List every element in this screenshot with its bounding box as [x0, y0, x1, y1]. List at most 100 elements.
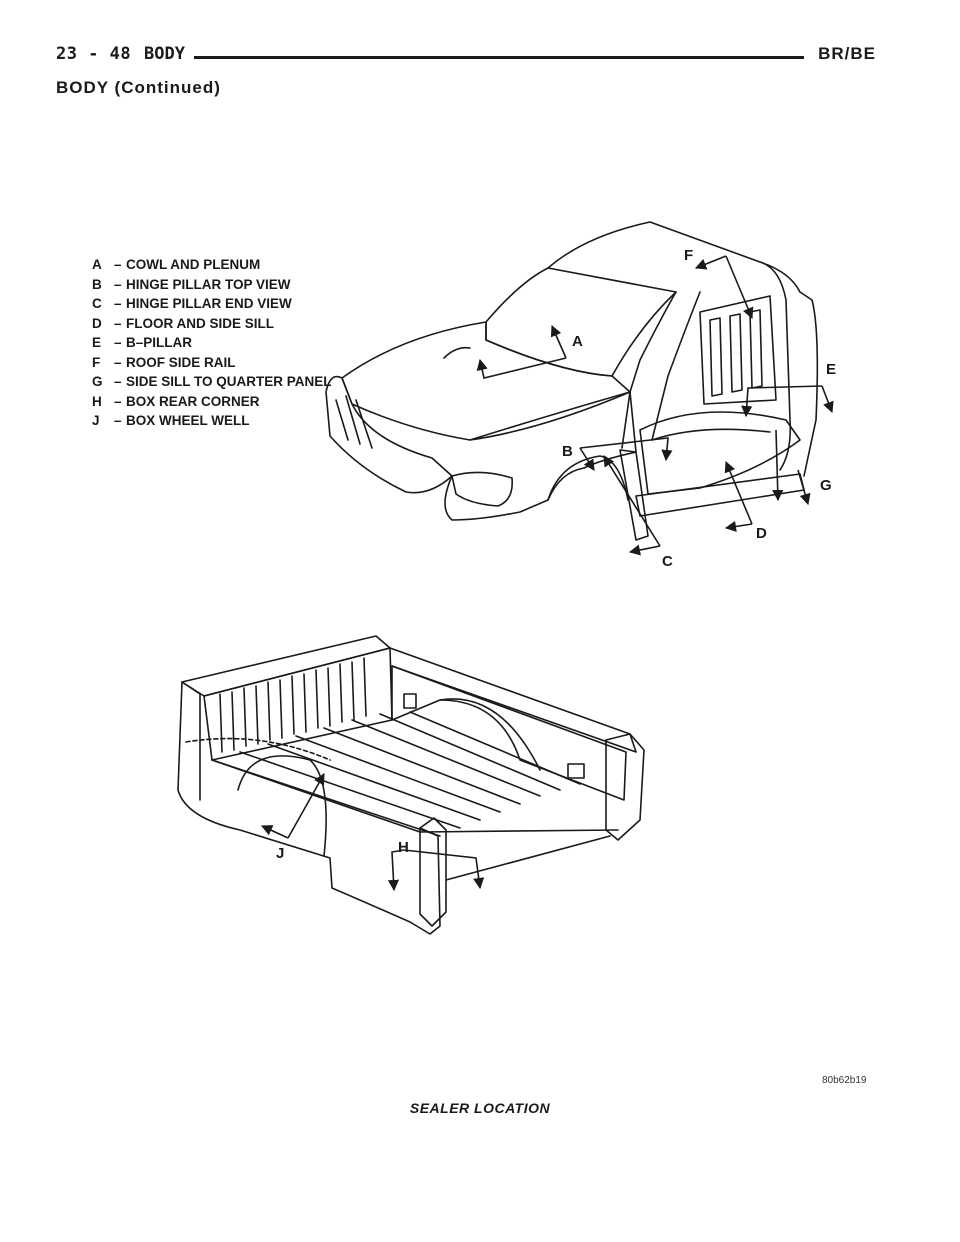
leader-c1 [628, 544, 661, 556]
legend-key: C [92, 296, 102, 311]
model-code: BR/BE [818, 44, 876, 63]
cab-rear [799, 291, 819, 477]
hood [341, 321, 631, 441]
leader-j1 [260, 825, 289, 839]
header-rule [194, 56, 804, 59]
truck-cab-drawing [325, 221, 819, 541]
legend-item-c: C–HINGE PILLAR END VIEW [92, 294, 332, 314]
side-sill [635, 473, 805, 517]
front-fascia [325, 375, 453, 494]
legend-text: B–PILLAR [126, 335, 193, 350]
hinge-pillar [619, 449, 649, 541]
continued-heading: BODY (Continued) [56, 78, 221, 97]
legend-item-h: H–BOX REAR CORNER [92, 392, 332, 412]
box-leader-lines [260, 773, 485, 892]
a-pillar-inner [651, 291, 701, 441]
leader-e1 [741, 385, 823, 418]
legend-item-a: A–COWL AND PLENUM [92, 255, 332, 275]
box-floor-ribs [211, 711, 581, 837]
legend-dash: – [114, 413, 122, 428]
cab-roof [547, 221, 801, 293]
figure-caption: SEALER LOCATION [409, 1100, 551, 1116]
legend-dash: – [114, 393, 122, 409]
legend-dash: – [114, 276, 122, 292]
truck-box-drawing [177, 635, 645, 935]
legend-item-f: F–ROOF SIDE RAIL [92, 353, 332, 373]
leader-g2 [797, 469, 811, 506]
page-number: 23 - 48 [56, 44, 132, 64]
near-wheel-opening [237, 755, 327, 857]
legend-dash: – [114, 374, 122, 389]
leader-j2 [287, 773, 325, 839]
box-front-rail [181, 635, 391, 697]
callout-b: B [562, 443, 573, 460]
legend-text: BOX WHEEL WELL [126, 413, 250, 428]
legend-key: A [92, 257, 102, 272]
leader-a1 [476, 357, 567, 379]
leader-g1 [772, 429, 784, 502]
leader-h1 [387, 849, 405, 892]
floor-rib [651, 428, 771, 441]
legend-text: COWL AND PLENUM [126, 257, 261, 272]
cab-floor [639, 411, 801, 495]
a-pillar [621, 291, 677, 449]
callout-d: D [756, 525, 767, 542]
legend-dash: – [114, 257, 122, 272]
leader-b1 [579, 447, 595, 471]
legend-item-j: J–BOX WHEEL WELL [92, 411, 332, 431]
front-fender [444, 391, 637, 521]
callout-a: A [572, 333, 583, 350]
box-far-rail [389, 647, 637, 753]
callout-j: J [276, 845, 284, 862]
leader-a2 [550, 324, 567, 359]
leader-c2 [603, 455, 661, 547]
box-far-wall [391, 665, 627, 801]
legend-item-e: E–B–PILLAR [92, 333, 332, 353]
leader-f2 [725, 255, 754, 320]
windshield [485, 267, 677, 377]
legend-dash: – [114, 315, 122, 331]
far-wheel-house [439, 698, 541, 771]
legend-key: J [92, 413, 100, 428]
legend-text: FLOOR AND SIDE SILL [126, 315, 274, 331]
leader-d1 [724, 520, 753, 533]
legend-dash: – [114, 335, 122, 350]
near-front-edge [181, 681, 201, 801]
callout-e: E [826, 361, 836, 378]
near-sealer-seam [185, 737, 331, 761]
page-header: 23 - 48 BODY BR/BE [56, 44, 876, 72]
legend-key: H [92, 393, 102, 409]
legend-text: HINGE PILLAR END VIEW [126, 296, 292, 311]
leader-h2 [403, 849, 485, 890]
legend-key: F [92, 354, 101, 370]
grille-lines [335, 395, 373, 449]
b-pillar [759, 261, 792, 471]
leader-f1 [694, 255, 727, 270]
callout-h: H [398, 839, 409, 856]
callout-f: F [684, 247, 693, 264]
figure-id: 80b62b19 [822, 1075, 867, 1086]
figure-legend: A–COWL AND PLENUM B–HINGE PILLAR TOP VIE… [92, 255, 332, 431]
legend-key: D [92, 315, 102, 331]
stake-pocket-far [403, 693, 417, 709]
legend-text: HINGE PILLAR TOP VIEW [126, 276, 291, 292]
legend-item-b: B–HINGE PILLAR TOP VIEW [92, 275, 332, 295]
wheel-opening [547, 455, 629, 501]
cab-back-wall [699, 295, 777, 405]
callout-c: C [662, 553, 673, 570]
leader-d2 [724, 460, 753, 525]
legend-key: G [92, 374, 103, 389]
headlight [451, 471, 514, 507]
legend-item-d: D–FLOOR AND SIDE SILL [92, 314, 332, 334]
legend-text: ROOF SIDE RAIL [126, 354, 236, 370]
back-wall-ribs [709, 309, 763, 397]
legend-key: E [92, 335, 102, 350]
leader-e2 [821, 385, 834, 414]
plenum-detail [443, 346, 471, 359]
legend-text: BOX REAR CORNER [126, 393, 260, 409]
legend-dash: – [114, 354, 122, 370]
legend-text: SIDE SILL TO QUARTER PANEL [126, 374, 332, 389]
cab-leader-lines [476, 255, 834, 556]
section-title: BODY [144, 44, 185, 64]
